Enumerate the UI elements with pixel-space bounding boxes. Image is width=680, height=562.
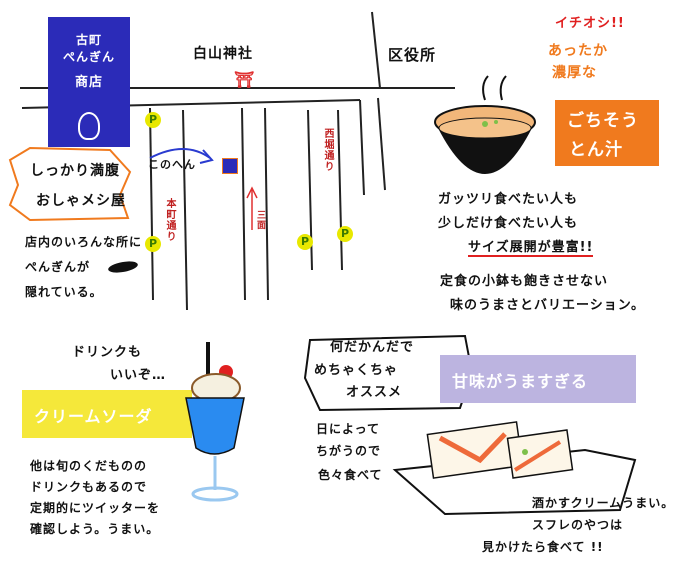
meal-note-line2: 少しだけ食べたい人も xyxy=(438,216,579,231)
shop-sign-line3: 商店 xyxy=(74,75,103,90)
cream-line1: 酒かすクリームうまい。 xyxy=(532,496,675,510)
soda-note-line1: 他は旬のくだものの xyxy=(30,459,148,473)
drink-line2: いいぞ… xyxy=(110,368,167,383)
meal-note-line1: ガッツリ食べたい人も xyxy=(438,192,579,207)
dessert-plate-icon xyxy=(392,421,637,516)
soda-title-box: クリームソーダ xyxy=(22,390,192,438)
meal-note-line5: 味のうまさとバリエーション。 xyxy=(450,298,645,313)
tonjiru-title-line1: ごちそう xyxy=(567,111,639,131)
cream-soda-glass-icon xyxy=(185,342,245,502)
parking-icon: P xyxy=(145,236,161,252)
soda-title: クリームソーダ xyxy=(34,407,153,426)
penguin-note-line1: 店内のいろんな所に xyxy=(25,235,143,249)
parking-icon: P xyxy=(297,234,313,250)
penguin-icon xyxy=(78,112,100,140)
speech-bubble xyxy=(303,334,474,412)
shop-sign-line1: 古町 xyxy=(75,33,102,47)
cream-line3: 見かけたら食べて !! xyxy=(482,540,604,554)
daily-line2: ちがうので xyxy=(316,444,382,458)
meal-note-line3: サイズ展開が豊富!! xyxy=(468,236,594,257)
penguin-note-line2: ぺんぎんが xyxy=(25,260,91,274)
shop-sign: 古町 ぺんぎん 商店 xyxy=(48,17,130,147)
ichioshi-label: イチオシ!! xyxy=(555,16,625,31)
bubble-line1: 何だかんだで xyxy=(330,340,415,355)
street-middle-label: 三面 xyxy=(255,210,265,230)
drink-line1: ドリンクも xyxy=(72,345,143,360)
shop-sign-line2: ぺんぎん xyxy=(62,50,115,64)
bubble-line2: めちゃくちゃ xyxy=(314,363,399,378)
here-label: このへん xyxy=(148,158,196,171)
tonjiru-bowl-icon xyxy=(434,75,536,174)
parking-icon: P xyxy=(337,226,353,242)
daily-line3: 色々食べて xyxy=(318,468,383,482)
parking-icon: P xyxy=(145,112,161,128)
shop-location-marker xyxy=(222,158,238,174)
catchphrase-line2: おしゃメシ屋 xyxy=(36,193,126,209)
office-label: 区役所 xyxy=(388,46,437,64)
daily-line1: 日によって xyxy=(316,422,381,436)
soda-note-line3: 定期的にツイッターを xyxy=(30,501,161,515)
meal-note-line4: 定食の小鉢も飽きさせない xyxy=(440,274,609,289)
sweets-title-box: 甘味がうますぎる xyxy=(440,355,636,403)
street-left-label: 本町通り xyxy=(164,198,175,242)
shrine-label: 白山神社 xyxy=(193,46,253,62)
tonjiru-subtitle-line2: 濃厚な xyxy=(552,65,597,81)
tonjiru-title-line2: とん汁 xyxy=(569,140,623,160)
soda-note-line4: 確認しよう。うまい。 xyxy=(30,522,160,536)
penguin-note-line3: 隠れている。 xyxy=(25,285,103,299)
tonjiru-title-box: ごちそう とん汁 xyxy=(555,100,659,166)
sweets-title: 甘味がうますぎる xyxy=(452,372,589,391)
cream-line2: スフレのやつは xyxy=(532,518,624,532)
soda-note-line2: ドリンクもあるので xyxy=(30,480,148,494)
shrine-gate-icon: ⛩ xyxy=(234,70,255,89)
tonjiru-subtitle-line1: あったか xyxy=(548,43,608,59)
bubble-line3: オススメ xyxy=(346,385,403,400)
catchphrase-line1: しっかり満腹 xyxy=(30,163,120,179)
street-right-label: 西堀通り xyxy=(322,128,333,172)
